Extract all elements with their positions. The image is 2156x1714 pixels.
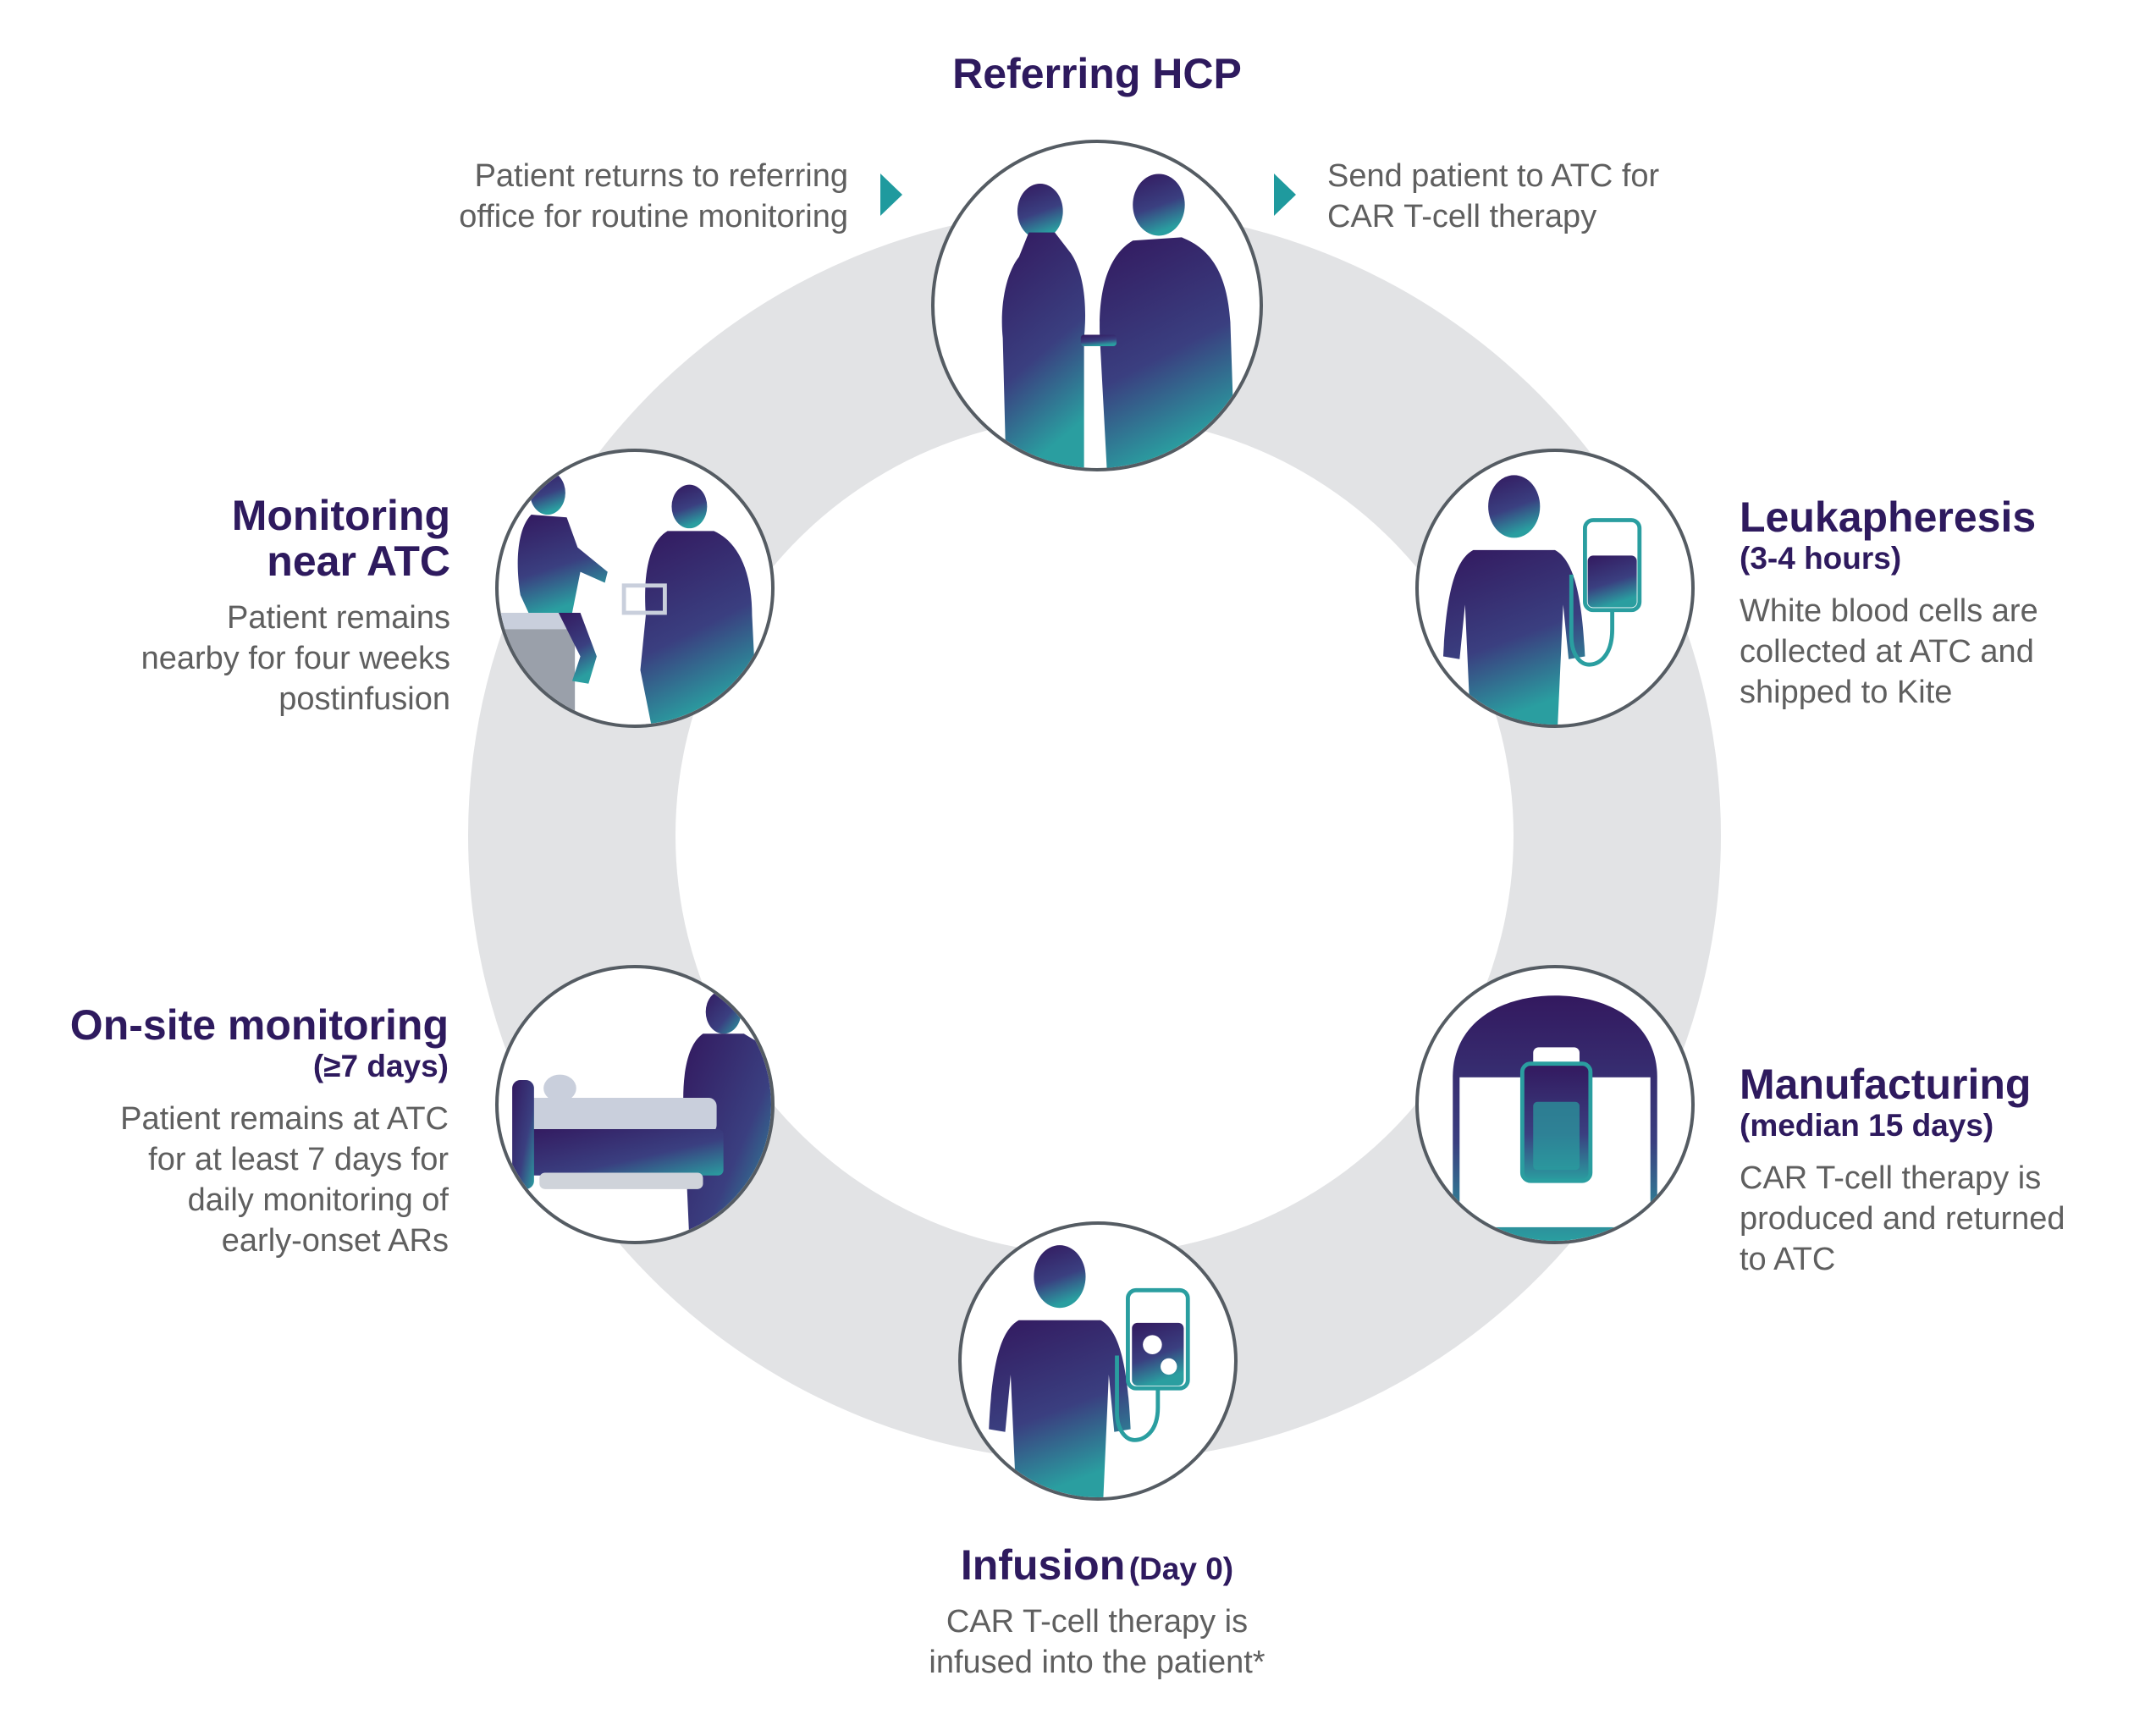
send-note: Send patient to ATC for CAR T-cell thera… [1327, 156, 1801, 237]
description-line: for at least 7 days for [148, 1142, 449, 1177]
doctor-patient-consult-icon [1001, 174, 1236, 468]
onsite-monitoring-title: On-site monitoring [69, 1001, 449, 1049]
description-line: early-onset ARs [221, 1223, 449, 1259]
leukapheresis-label: Leukapheresis (3-4 hours) White blood ce… [1740, 494, 2137, 713]
send-note-line: Send patient to ATC for [1327, 158, 1660, 194]
clinic-visit-icon [499, 471, 758, 725]
description-line: Patient remains at ATC [120, 1101, 449, 1137]
onsite-monitoring-description: Patient remains at ATC for at least 7 da… [34, 1099, 449, 1261]
monitoring-near-atc-title-line: near ATC [267, 537, 450, 585]
description-line: infused into the patient* [929, 1645, 1265, 1680]
infusion-heading: Infusion (Day 0) [843, 1542, 1351, 1588]
manufacturing-bag-icon [1453, 995, 1657, 1241]
monitoring-near-atc-title-line: Monitoring [231, 492, 450, 539]
manufacturing-node [1415, 965, 1695, 1244]
infusion-label: Infusion (Day 0) CAR T-cell therapy is i… [843, 1542, 1351, 1683]
referring-hcp-node [931, 140, 1263, 471]
monitoring-near-atc-node [495, 449, 775, 728]
description-line: produced and returned [1740, 1201, 2065, 1237]
description-line: daily monitoring of [187, 1182, 449, 1218]
description-line: CAR T-cell therapy is [1740, 1160, 2042, 1196]
return-note-line: office for routine monitoring [459, 199, 848, 234]
referring-hcp-title: Referring HCP [952, 50, 1242, 97]
description-line: Patient remains [226, 600, 450, 636]
monitoring-near-atc-description: Patient remains nearby for four weeks po… [34, 598, 450, 719]
onsite-monitoring-label: On-site monitoring (≥7 days) Patient rem… [34, 1002, 449, 1261]
infusion-title: Infusion [960, 1541, 1126, 1589]
description-line: collected at ATC and [1740, 634, 2034, 670]
hospital-bed-icon [512, 989, 771, 1241]
patient-infusion-bag-icon [989, 1245, 1190, 1497]
leukapheresis-title: Leukapheresis [1740, 493, 2037, 541]
patient-blood-bag-icon [1442, 475, 1642, 725]
description-line: shipped to Kite [1740, 675, 1953, 710]
description-line: CAR T-cell therapy is [946, 1604, 1249, 1640]
manufacturing-label: Manufacturing (median 15 days) CAR T-cel… [1740, 1061, 2137, 1280]
arrow-left-icon [880, 174, 902, 216]
description-line: to ATC [1740, 1242, 1836, 1277]
onsite-monitoring-subtitle: (≥7 days) [312, 1049, 449, 1083]
leukapheresis-description: White blood cells are collected at ATC a… [1740, 591, 2137, 713]
manufacturing-title: Manufacturing [1740, 1061, 2032, 1108]
manufacturing-description: CAR T-cell therapy is produced and retur… [1740, 1158, 2137, 1280]
infusion-subtitle: (Day 0) [1128, 1551, 1234, 1586]
return-note: Patient returns to referring office for … [339, 156, 848, 237]
manufacturing-subtitle: (median 15 days) [1740, 1108, 1994, 1143]
monitoring-near-atc-label: Monitoring near ATC Patient remains near… [34, 493, 450, 719]
infusion-node [958, 1221, 1238, 1501]
onsite-monitoring-node [495, 965, 775, 1244]
send-note-line: CAR T-cell therapy [1327, 199, 1597, 234]
description-line: nearby for four weeks [141, 641, 450, 676]
description-line: White blood cells are [1740, 593, 2038, 629]
leukapheresis-node [1415, 449, 1695, 728]
leukapheresis-subtitle: (3-4 hours) [1740, 541, 1902, 576]
arrow-right-icon [1274, 174, 1296, 216]
return-note-line: Patient returns to referring [474, 158, 848, 194]
description-line: postinfusion [278, 681, 450, 717]
infusion-description: CAR T-cell therapy is infused into the p… [843, 1601, 1351, 1683]
